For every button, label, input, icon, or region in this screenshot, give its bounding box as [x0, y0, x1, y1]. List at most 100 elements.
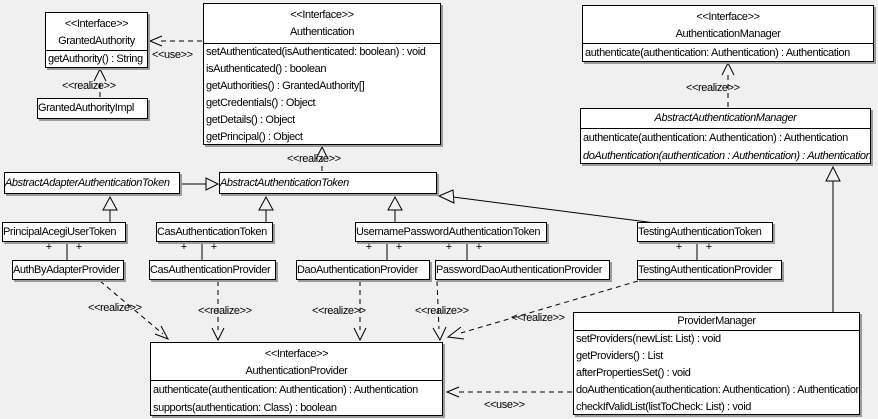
use-arrow-providermanager-authenticationprovider	[445, 386, 572, 398]
plus-label: +	[475, 241, 483, 253]
class-title: ProviderManager	[574, 313, 859, 331]
plus-label: +	[675, 241, 683, 253]
class-box-authentication-provider: <<Interface>> AuthenticationProvider aut…	[150, 342, 443, 416]
method-label: getDetails() : Object	[206, 114, 295, 126]
class-name: AbstractAuthenticationToken	[220, 177, 349, 189]
class-box-authentication-manager: <<Interface>> AuthenticationManager auth…	[582, 5, 874, 62]
realize-label: <<realize>>	[88, 302, 142, 314]
class-title: <<Interface>> AuthenticationManager	[583, 6, 873, 44]
plus-label: +	[45, 241, 53, 253]
class-box-dao-authentication-provider: DaoAuthenticationProvider	[296, 260, 430, 280]
class-name: AuthenticationManager	[675, 28, 781, 40]
method-label: doAuthentication(authentication: Authent…	[576, 384, 859, 396]
class-name: CasAuthenticationProvider	[150, 264, 271, 276]
class-name: GrantedAuthorityImpl	[38, 102, 134, 114]
method-label: authenticate(authentication: Authenticat…	[583, 132, 848, 144]
class-box-abstract-authentication-token: AbstractAuthenticationToken	[219, 172, 437, 194]
class-name: TestingAuthenticationToken	[638, 226, 762, 238]
class-name: UsernamePasswordAuthenticationToken	[356, 226, 541, 238]
realize-arrow-passworddaoprovider	[432, 280, 447, 342]
realize-arrow-abstracttoken-authentication	[315, 145, 329, 171]
class-name: AuthByAdapterProvider	[13, 264, 120, 276]
generalization-testingtoken	[437, 189, 656, 224]
plus-label: +	[75, 241, 83, 253]
method-label: getProviders() : List	[576, 350, 663, 362]
realize-label: <<realize>>	[511, 312, 565, 324]
class-name: PrincipalAcegiUserToken	[3, 226, 117, 238]
plus-label: +	[705, 241, 713, 253]
class-box-granted-authority: <<Interface>> GrantedAuthority getAuthor…	[45, 12, 148, 68]
use-label: <<use>>	[484, 399, 525, 411]
method-label: afterPropertiesSet() : void	[576, 367, 691, 379]
class-name: AuthenticationProvider	[245, 365, 348, 377]
class-box-principal-acegi-user-token: PrincipalAcegiUserToken	[2, 222, 126, 242]
method-label: supports(authentication: Class) : boolea…	[153, 402, 337, 414]
method-label: getAuthority() : String	[48, 53, 143, 65]
class-box-password-dao-authentication-provider: PasswordDaoAuthenticationProvider	[435, 260, 610, 280]
method-label: setProviders(newList: List) : void	[576, 333, 721, 345]
generalization-principaltoken	[102, 195, 118, 222]
class-name: Authentication	[289, 26, 355, 38]
method-label: authenticate(authentication: Authenticat…	[585, 47, 850, 59]
realize-arrow-authbyadapterprovider	[99, 280, 170, 340]
class-name: PasswordDaoAuthenticationProvider	[436, 264, 602, 276]
generalization-usernamepasswordtoken	[387, 195, 403, 222]
realize-arrow-casprovider	[211, 281, 225, 342]
plus-label: +	[395, 241, 403, 253]
class-box-auth-by-adapter-provider: AuthByAdapterProvider	[12, 260, 124, 280]
class-name: AbstractAdapterAuthenticationToken	[5, 177, 170, 189]
method-label: authenticate(authentication: Authenticat…	[153, 384, 418, 396]
class-title: <<Interface>> Authentication	[204, 4, 440, 44]
use-arrow-authentication-grantedauthority	[148, 35, 202, 47]
class-box-testing-authentication-provider: TestingAuthenticationProvider	[637, 260, 782, 280]
class-title: <<Interface>> AuthenticationProvider	[151, 343, 442, 381]
realize-arrow-abstractmanager-authenticationmanager	[721, 61, 735, 107]
realize-arrow-daoprovider	[353, 281, 367, 342]
realize-label: <<realize>>	[62, 80, 116, 92]
method-label: getCredentials() : Object	[206, 97, 316, 109]
method-label: checkIfValidList(listToCheck: List) : vo…	[576, 401, 751, 413]
class-name: ProviderManager	[677, 315, 756, 327]
class-name: TestingAuthenticationProvider	[638, 264, 772, 276]
class-box-cas-authentication-provider: CasAuthenticationProvider	[149, 260, 276, 280]
class-box-testing-authentication-token: TestingAuthenticationToken	[637, 222, 773, 242]
stereotype-label: <<Interface>>	[290, 9, 354, 21]
stereotype-label: <<Interface>>	[264, 348, 329, 360]
generalization-castoken	[258, 195, 274, 222]
realize-arrow-grantedauthorityimpl	[93, 67, 107, 97]
method-label: getPrincipal() : Object	[206, 131, 303, 143]
generalization-providermanager	[825, 165, 841, 312]
class-name: DaoAuthenticationProvider	[297, 264, 418, 276]
plus-label: +	[365, 241, 373, 253]
class-box-abstract-adapter-authentication-token: AbstractAdapterAuthenticationToken	[4, 172, 180, 194]
class-name: CasAuthenticationToken	[157, 226, 267, 238]
generalization-adaptertoken-to-abstracttoken	[181, 177, 220, 191]
realize-label: <<realize>>	[198, 305, 252, 317]
realize-label: <<realize>>	[686, 82, 740, 94]
class-name: AbstractAuthenticationManager	[654, 112, 797, 124]
class-title: AbstractAuthenticationManager	[581, 109, 870, 129]
class-box-username-password-authentication-token: UsernamePasswordAuthenticationToken	[355, 222, 547, 242]
class-box-provider-manager: ProviderManager setProviders(newList: Li…	[573, 312, 860, 415]
plus-label: +	[210, 241, 218, 253]
realize-arrow-testingprovider	[446, 280, 639, 340]
method-label: getAuthorities() : GrantedAuthority[]	[206, 80, 365, 92]
class-title: <<Interface>> GrantedAuthority	[46, 13, 147, 51]
use-label: <<use>>	[152, 49, 193, 61]
class-box-cas-authentication-token: CasAuthenticationToken	[156, 222, 273, 242]
stereotype-label: <<Interface>>	[696, 11, 760, 23]
plus-label: +	[180, 241, 188, 253]
realize-label: <<realize>>	[415, 305, 469, 317]
plus-label: +	[445, 241, 453, 253]
realize-label: <<realize>>	[287, 153, 341, 165]
class-box-authentication: <<Interface>> Authentication setAuthenti…	[203, 3, 441, 145]
class-box-abstract-authentication-manager: AbstractAuthenticationManager authentica…	[580, 108, 871, 164]
realize-label: <<realize>>	[312, 305, 366, 317]
class-box-granted-authority-impl: GrantedAuthorityImpl	[37, 98, 148, 119]
class-name: GrantedAuthority	[58, 35, 135, 47]
method-label: isAuthenticated() : boolean	[206, 63, 327, 75]
method-label: doAuthentication(authentication : Authen…	[583, 150, 870, 162]
stereotype-label: <<Interface>>	[64, 18, 129, 30]
